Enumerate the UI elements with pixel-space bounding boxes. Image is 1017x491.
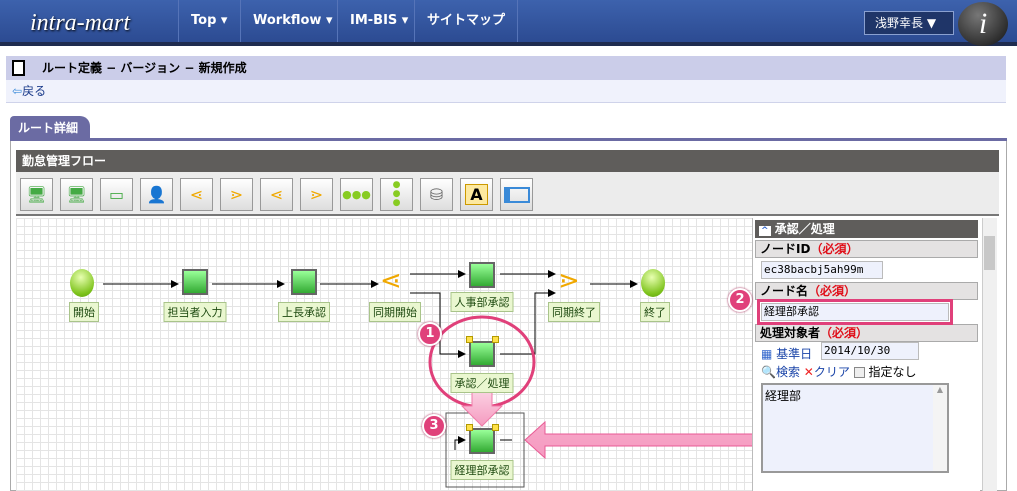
page-title: ルート定義 − バージョン − 新規作成: [6, 56, 1006, 80]
node-label[interactable]: 上長承認: [278, 302, 330, 322]
node-label[interactable]: 開始: [69, 302, 99, 322]
base-date-link[interactable]: 基準日: [776, 347, 813, 361]
clear-link[interactable]: クリア: [813, 365, 850, 379]
node-label[interactable]: 終了: [640, 302, 670, 322]
selection-handle[interactable]: [492, 424, 499, 431]
selection-handle[interactable]: [466, 336, 473, 343]
tool-parallel-icon[interactable]: ●●●: [380, 178, 413, 211]
node-id-input[interactable]: ec38bacbj5ah99m: [761, 261, 883, 279]
tool-approval-node-alt[interactable]: 🖥: [60, 178, 93, 211]
intra-mart-logo[interactable]: intra-mart: [30, 10, 131, 36]
node-toolbar: 🖥 🖥 ▭ 👤 ⋖ ⋗ ⋖ ⋗ ●●● ●●● ⛁ A: [16, 172, 999, 216]
tool-annotation-icon[interactable]: A: [460, 178, 493, 211]
node-label[interactable]: 同期開始: [369, 302, 421, 322]
top-header: [0, 0, 1017, 46]
properties-panel: ^ 承認／処理 ノードID（必須） ec38bacbj5ah99m ノード名（必…: [752, 218, 980, 491]
tool-user-node[interactable]: 👤: [140, 178, 173, 211]
annotation-badge: 2: [728, 288, 752, 312]
start-node-icon[interactable]: [70, 269, 94, 297]
collapse-icon[interactable]: ^: [759, 226, 771, 236]
tool-system-node[interactable]: ▭: [100, 178, 133, 211]
node-label[interactable]: 経理部承認: [450, 460, 514, 480]
target-textarea[interactable]: 経理部▲: [761, 383, 949, 473]
tool-cond-branch-start[interactable]: ⋖: [260, 178, 293, 211]
back-label[interactable]: 戻る: [22, 84, 47, 98]
none-label: 指定なし: [868, 365, 917, 379]
down-arrow-annotation: [460, 391, 504, 427]
tab-underline: [10, 138, 1007, 141]
corner-logo: i: [958, 2, 1008, 46]
properties-title: 承認／処理: [774, 222, 835, 236]
edge: [500, 289, 556, 355]
tab-route-detail[interactable]: ルート詳細: [10, 116, 90, 140]
tool-panel-icon[interactable]: [500, 178, 533, 211]
flow-title: 勤怠管理フロー: [16, 150, 999, 172]
clear-icon[interactable]: ✕: [803, 365, 814, 379]
search-link[interactable]: 検索: [775, 365, 800, 379]
approval-node-icon[interactable]: [182, 269, 208, 295]
selection-handle[interactable]: [492, 336, 499, 343]
node-label[interactable]: 承認／処理: [450, 373, 514, 393]
nav-sitemap[interactable]: サイトマップ: [414, 0, 519, 42]
base-date-input[interactable]: 2014/10/30: [821, 342, 919, 360]
back-link[interactable]: ⇦戻る: [6, 80, 1006, 103]
tool-approval-node[interactable]: 🖥: [20, 178, 53, 211]
tool-database-icon[interactable]: ⛁: [420, 178, 453, 211]
node-label[interactable]: 担当者入力: [163, 302, 227, 322]
tool-branch-end[interactable]: ⋗: [220, 178, 253, 211]
textarea-scrollbar[interactable]: ▲: [933, 385, 947, 471]
tool-branch-start[interactable]: ⋖: [180, 178, 213, 211]
properties-header[interactable]: ^ 承認／処理: [755, 220, 978, 238]
node-id-header: ノードID（必須）: [755, 240, 978, 258]
sync-start-icon[interactable]: ⋖: [380, 266, 402, 296]
search-icon[interactable]: 🔍: [761, 365, 776, 379]
properties-scrollbar[interactable]: [982, 218, 997, 491]
none-checkbox[interactable]: [853, 367, 865, 378]
approval-node-icon[interactable]: [469, 428, 495, 454]
approval-node-icon[interactable]: [469, 262, 495, 288]
tool-cond-branch-end[interactable]: ⋗: [300, 178, 333, 211]
nav-im-bis[interactable]: IM-BIS ▾: [337, 0, 420, 42]
node-label[interactable]: 人事部承認: [450, 292, 514, 312]
approval-node-icon[interactable]: [469, 341, 495, 367]
flow-canvas[interactable]: [16, 218, 752, 491]
nav-top[interactable]: Top ▾: [178, 0, 239, 42]
annotation-badge: 1: [418, 322, 442, 346]
nav-workflow[interactable]: Workflow ▾: [240, 0, 345, 42]
tool-linear-icon[interactable]: ●●●: [340, 178, 373, 211]
node-label[interactable]: 同期終了: [548, 302, 600, 322]
edge: [410, 292, 466, 358]
back-arrow-icon: ⇦: [12, 84, 23, 98]
approval-node-icon[interactable]: [291, 269, 317, 295]
sync-end-icon[interactable]: ⋗: [558, 266, 580, 296]
calendar-icon[interactable]: ▦: [761, 347, 773, 361]
selection-handle[interactable]: [466, 424, 473, 431]
clipboard-icon: [12, 60, 25, 76]
node-name-input[interactable]: 経理部承認: [757, 299, 953, 325]
end-node-icon[interactable]: [641, 269, 665, 297]
annotation-badge: 3: [422, 414, 446, 438]
user-menu[interactable]: 浅野幸長 ▼: [864, 11, 954, 35]
scrollbar-thumb[interactable]: [984, 236, 995, 270]
edge: [454, 436, 466, 450]
target-header: 処理対象者（必須）: [755, 324, 978, 342]
node-name-header: ノード名（必須）: [755, 282, 978, 300]
